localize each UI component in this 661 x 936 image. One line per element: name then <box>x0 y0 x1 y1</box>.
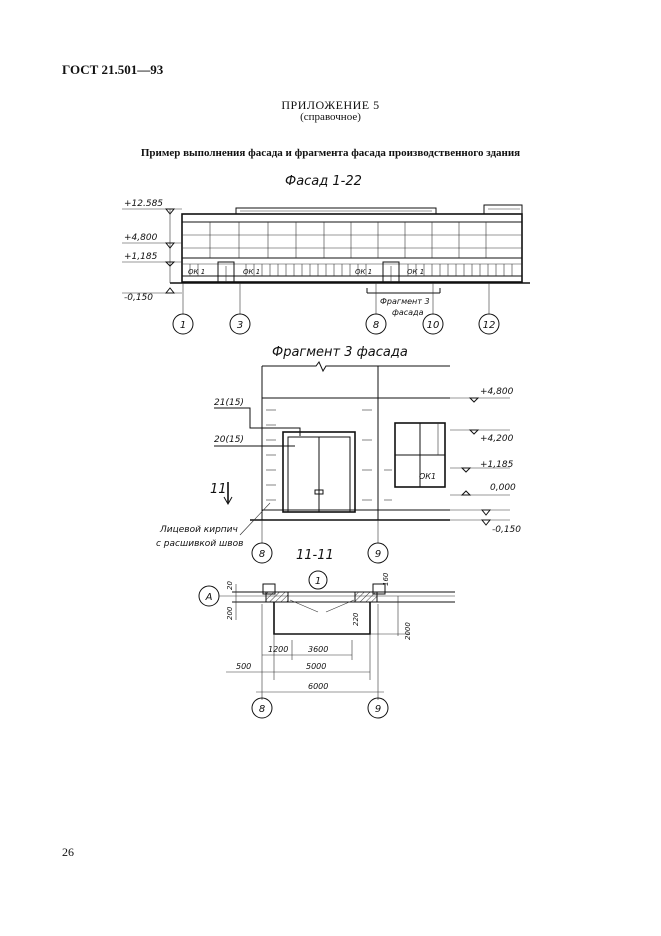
dimension: 20 <box>226 581 234 590</box>
dimension: 500 <box>236 662 251 671</box>
level-label: +4,800 <box>480 387 514 397</box>
axis-marker <box>251 697 273 719</box>
fragment-break-line <box>262 361 450 373</box>
material-note: Лицевой кирпич <box>159 525 238 535</box>
dimension: 3600 <box>308 645 328 654</box>
axis-label: 8 <box>373 320 379 331</box>
axis-marker <box>478 313 500 335</box>
level-label: +1,185 <box>480 460 514 470</box>
axis-label: 3 <box>237 320 243 331</box>
axis-label: 8 <box>259 704 265 715</box>
window-mark: ОК 1 <box>243 268 260 276</box>
document-code: ГОСТ 21.501—93 <box>62 62 164 77</box>
page-number: 26 <box>62 845 74 859</box>
hatched-wall <box>265 591 289 603</box>
axis-label: 1 <box>180 320 186 331</box>
dimension: 220 <box>352 612 360 626</box>
axis-label: 10 <box>427 320 440 331</box>
brick-hatch <box>266 409 392 501</box>
window-mark: ОК 1 <box>407 268 424 276</box>
window-mark: ОК 1 <box>355 268 372 276</box>
level-label: +12.585 <box>124 199 163 209</box>
facade-axis-lines <box>182 283 490 314</box>
facade-level-marks <box>122 208 182 294</box>
vestibule <box>273 602 371 635</box>
dimension: 160 <box>382 572 390 586</box>
axis-marker <box>422 313 444 335</box>
axis-label: 8 <box>259 549 265 560</box>
door-handle <box>314 489 324 495</box>
level-label: 0,000 <box>490 483 516 493</box>
dimension: 1200 <box>268 645 288 654</box>
facade-panel-grid <box>209 222 487 258</box>
axis-marker <box>367 542 389 564</box>
dimension-lines <box>226 604 384 700</box>
column <box>372 583 386 595</box>
ribbon-window-mullions <box>189 264 513 276</box>
window-mark: ОК1 <box>419 472 436 481</box>
material-note: с расшивкой швов <box>156 539 243 549</box>
level-label: +1,185 <box>124 252 158 262</box>
section-mark: 11 <box>210 482 227 497</box>
dimension: 2000 <box>404 622 412 640</box>
window-mark: ОК 1 <box>188 268 205 276</box>
level-label: -0,150 <box>124 293 153 303</box>
appendix-subtitle: (справочное) <box>300 111 361 123</box>
axis-marker <box>172 313 194 335</box>
fragment-title: Фрагмент 3 фасада <box>272 345 408 360</box>
fragment-callout: фасада <box>392 308 424 317</box>
axis-label: 9 <box>375 549 381 560</box>
roof-skylight-right <box>483 204 523 215</box>
level-label: +4,800 <box>124 233 158 243</box>
axis-label: 12 <box>483 320 496 331</box>
axis-label: А <box>205 592 213 603</box>
axis-label: 9 <box>375 704 381 715</box>
section-title: 11-11 <box>296 548 334 563</box>
fragment-level-marks <box>450 397 510 526</box>
axis-marker <box>365 313 387 335</box>
node-marker <box>308 570 328 590</box>
element-mark: 20(15) <box>214 435 244 445</box>
axis-marker <box>229 313 251 335</box>
level-label: +4,200 <box>480 434 514 444</box>
fragment-callout: Фрагмент 3 <box>380 297 430 306</box>
axis-marker <box>251 542 273 564</box>
element-mark: 21(15) <box>214 398 244 408</box>
axis-marker <box>367 697 389 719</box>
dimension: 200 <box>226 606 234 620</box>
dimension: 6000 <box>308 682 328 691</box>
facade-title: Фасад 1-22 <box>285 174 362 189</box>
node-label: 1 <box>315 576 321 587</box>
dimension: 5000 <box>306 662 326 671</box>
figure-caption: Пример выполнения фасада и фрагмента фас… <box>140 147 521 159</box>
appendix-title: ПРИЛОЖЕНИЕ 5 <box>281 98 380 112</box>
level-label: -0,150 <box>492 525 521 535</box>
hatched-wall <box>354 591 378 603</box>
